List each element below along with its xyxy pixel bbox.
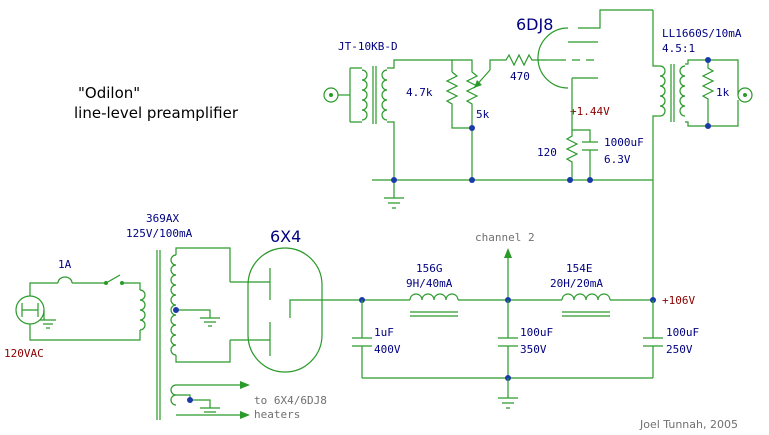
power-transformer-primary [139,289,146,331]
heaters-label-1: to 6X4/6DJ8 [254,394,327,407]
capacitor-100uf-350v [498,300,518,378]
choke-154e-name: 154E [566,262,593,275]
ground-icon [176,309,220,327]
rectifier-plate-b [230,322,271,356]
input-transformer-label: JT-10KB-D [338,40,398,53]
channel2-label: channel 2 [475,231,535,244]
power-transformer-secondary [170,254,177,356]
resistor-4-7k-label: 4.7k [406,86,433,99]
output-transformer-core [670,64,675,122]
choke-156g-rating: 9H/40mA [406,277,453,290]
capacitor-2-voltage: 350V [520,343,547,356]
plate-lead [578,9,653,29]
output-transformer-secondary [679,65,686,117]
capacitor-1uf-voltage: 400V [374,343,401,356]
b-plus-voltage: +106V [662,294,695,307]
resistor-120 [565,130,579,180]
fuse-label: 1A [58,258,72,271]
choke-156g-name: 156G [416,262,443,275]
title-name: "Odilon" [78,84,140,102]
resistor-470 [489,53,546,70]
credit: Joel Tunnah, 2005 [639,418,738,431]
capacitor-1000uf [582,141,598,151]
mains-label: 120VAC [4,347,44,360]
heater-winding [170,384,177,406]
resistor-1k-label: 1k [716,86,730,99]
input-transformer-secondary [381,69,388,121]
power-transformer-core [156,250,161,420]
output-section: LL1660S/10mA 4.5:1 1k [652,10,753,300]
channel2-arrow-icon [504,248,512,258]
rectifier-label: 6X4 [270,227,301,246]
capacitor-1uf-value: 1uF [374,326,394,339]
resistor-4-7k [445,71,472,129]
fuse-icon [57,276,73,284]
ground-icon [40,310,56,329]
power-supply: 120VAC 1A 369AX 125V/100mA to 6X4/6DJ8 h… [4,212,699,421]
input-section: JT-10KB-D 4.7k 5k 470 [323,40,546,180]
cathode-voltage: +1.44V [570,105,610,118]
output-transformer-primary [659,65,666,117]
power-transformer-rating: 125V/100mA [126,227,193,240]
capacitor-1000uf-value: 1000uF [604,136,644,149]
potentiometer-5k [452,59,479,180]
choke-154e [561,293,611,301]
rectifier-plate-a [230,268,271,300]
ground-icon [498,378,518,409]
rectifier-cathode [289,299,362,318]
resistor-1k [701,60,715,126]
potentiometer-5k-label: 5k [476,108,490,121]
capacitor-3-value: 100uF [666,326,699,339]
capacitor-2-value: 100uF [520,326,553,339]
input-transformer-core [372,66,377,124]
resistor-470-label: 470 [510,70,530,83]
output-transformer-ratio: 4.5:1 [662,42,695,55]
heaters-label-2: heaters [254,408,300,421]
tube-6dj8-label: 6DJ8 [516,15,553,34]
output-transformer-label: LL1660S/10mA [662,27,742,40]
ground-icon [384,180,404,209]
power-transformer-name: 369AX [146,212,179,225]
title-subtitle: line-level preamplifier [74,104,239,122]
choke-156g [409,293,459,301]
resistor-120-label: 120 [537,146,557,159]
switch-icon [104,281,108,285]
capacitor-100uf-250v [643,300,663,378]
input-transformer-primary [361,69,368,121]
capacitor-1uf [352,300,372,378]
capacitor-3-voltage: 250V [666,343,693,356]
choke-154e-rating: 20H/20mA [550,277,603,290]
tube-cathode [571,77,598,100]
capacitor-1000uf-voltage: 6.3V [604,153,631,166]
rectifier-tube-6x4 [247,247,323,373]
tube-6dj8: 6DJ8 +1.44V 120 1000uF 6.3V [516,9,653,180]
